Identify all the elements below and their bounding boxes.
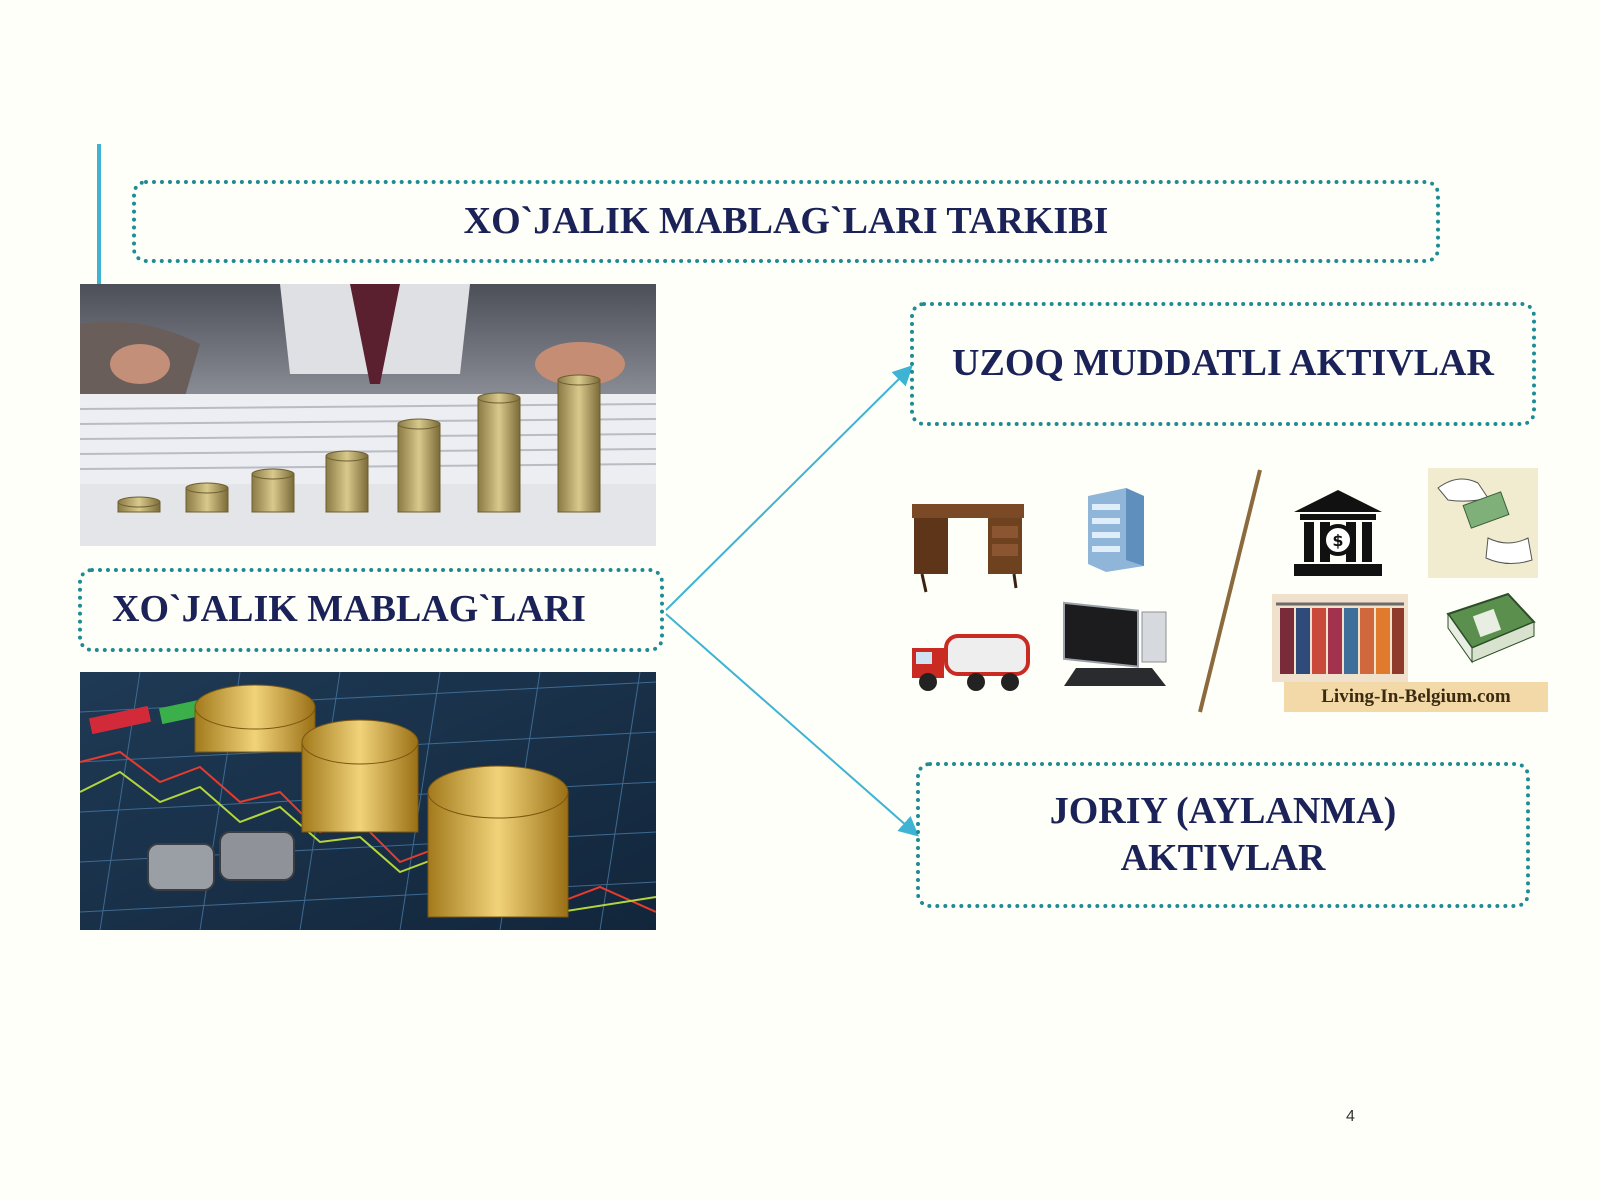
long-term-assets-box: UZOQ MUDDATLI AKTIVLAR [910, 302, 1536, 426]
slide-title: XO`JALIK MABLAG`LARI TARKIBI [463, 199, 1109, 242]
current-assets-box: JORIY (AYLANMA) AKTIVLAR [916, 762, 1530, 908]
money-exchange-icon [1428, 468, 1538, 578]
page-number: 4 [1346, 1108, 1355, 1125]
current-assets-label-line2: AKTIVLAR [1120, 837, 1326, 879]
coin-stacks-photo [80, 284, 656, 546]
source-node-label: XO`JALIK MABLAG`LARI [112, 588, 586, 631]
desk-icon [912, 504, 1024, 593]
trading-coins-photo [80, 672, 656, 930]
clothing-rack-icon [1272, 594, 1408, 682]
icon-group-divider [1198, 469, 1262, 713]
office-building-icon [1088, 488, 1144, 572]
truck-icon [912, 634, 1030, 691]
source-node-box: XO`JALIK MABLAG`LARI [78, 568, 664, 652]
current-assets-label-line1: JORIY (AYLANMA) [1049, 789, 1397, 832]
cash-bundle-icon [1446, 592, 1536, 664]
computer-icon [1063, 601, 1167, 686]
title-box: XO`JALIK MABLAG`LARI TARKIBI [132, 180, 1440, 263]
arrow-to-long-term [665, 365, 913, 611]
bank-icon: $ [1294, 490, 1382, 576]
accent-bar [97, 144, 101, 284]
watermark-text: Living-In-Belgium.com [1284, 682, 1548, 712]
arrow-to-current [665, 613, 920, 837]
svg-text:$: $ [1332, 531, 1343, 550]
long-term-assets-label: UZOQ MUDDATLI AKTIVLAR [952, 342, 1494, 385]
